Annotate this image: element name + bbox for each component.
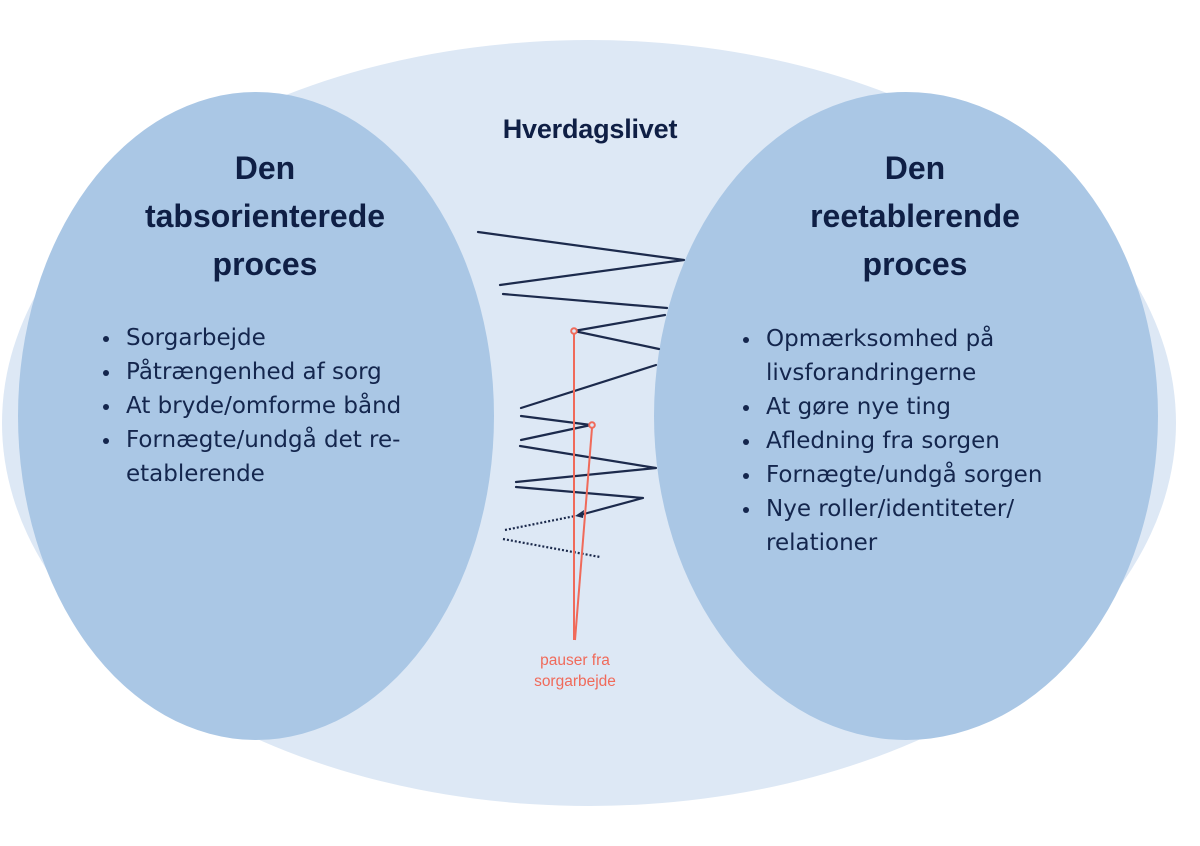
pause-marker	[570, 327, 578, 335]
title-line: proces	[862, 246, 968, 282]
annotation-line: sorgarbejde	[534, 673, 616, 690]
oscillation-segment	[514, 444, 658, 484]
list-item: Fornægte/undgå det re-etablerende	[122, 423, 436, 491]
restoration-process-list: Opmærksomhed på livsforandringerne At gø…	[728, 322, 1122, 560]
oscillation-segment	[519, 363, 658, 410]
list-item: Sorgarbejde	[122, 321, 502, 355]
restoration-process-title: Den reetablerende proces	[765, 144, 1065, 288]
pause-line	[574, 427, 593, 641]
title-line: Den	[884, 150, 946, 186]
diagram-title: Hverdagslivet	[502, 114, 678, 144]
oscillation-lines	[476, 230, 686, 517]
title-line: proces	[212, 246, 318, 282]
pause-lines	[570, 327, 596, 641]
dotted-segment	[502, 537, 601, 559]
loss-process-list: Sorgarbejde Påtrængenhed af sorg At bryd…	[88, 321, 502, 491]
list-item: Påtrængenhed af sorg	[122, 355, 502, 389]
pause-marker	[588, 421, 596, 429]
list-item: Afledning fra sorgen	[762, 424, 1122, 458]
pause-annotation: pauser fra sorgarbejde	[500, 650, 650, 692]
title-line: tabsorienterede	[144, 198, 386, 234]
list-item: At gøre nye ting	[762, 390, 1122, 424]
restoration-oriented-circle	[654, 92, 1158, 740]
oscillation-segment	[501, 292, 669, 310]
loss-process-title: Den tabsorienterede proces	[95, 144, 435, 288]
oscillation-segment	[514, 485, 645, 517]
dotted-lines	[502, 514, 601, 559]
title-line: Den	[234, 150, 296, 186]
loss-oriented-circle	[18, 92, 494, 740]
oscillation-segment	[476, 230, 686, 287]
list-item: Opmærksomhed på livsforandringerne	[762, 322, 1026, 390]
arrowhead-icon	[575, 510, 584, 518]
list-item: Nye roller/identiteter/ relationer	[762, 492, 1036, 560]
list-item: At bryde/omforme bånd	[122, 389, 502, 423]
annotation-line: pauser fra	[540, 652, 610, 669]
title-line: reetablerende	[810, 198, 1020, 234]
list-item: Fornægte/undgå sorgen	[762, 458, 1122, 492]
